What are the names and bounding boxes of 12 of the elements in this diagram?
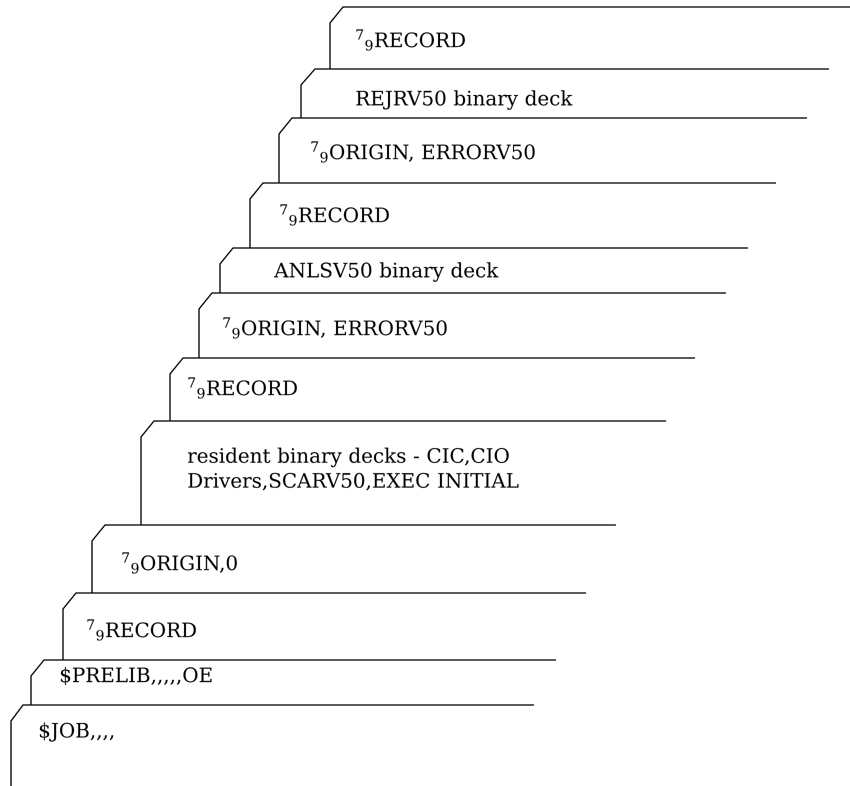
punched-card: $PRELIB,,,,,OE xyxy=(30,659,556,705)
punched-card: $JOB,,,, xyxy=(10,704,534,786)
punched-card: 7$_{9}$RECORD xyxy=(249,182,776,248)
punched-card: 7$_{9}$ORIGIN, ERRORV50 xyxy=(278,117,807,183)
punched-card: REJRV50 binary deck xyxy=(300,68,829,118)
punched-card: ANLSV50 binary deck xyxy=(219,247,748,293)
punched-card: 7$_{9}$ORIGIN, ERRORV50 xyxy=(198,292,726,358)
punched-card: resident binary decks - CIC,CIO Drivers,SCARV50,EXEC INITIAL xyxy=(140,420,666,525)
punched-card: 7$_{9}$RECORD xyxy=(62,592,586,660)
punched-card: 7$_{9}$RECORD xyxy=(169,357,695,421)
punched-card: 7$_{9}$ORIGIN,0 xyxy=(91,524,616,593)
punched-card: 7$_{9}$RECORD xyxy=(329,6,850,69)
